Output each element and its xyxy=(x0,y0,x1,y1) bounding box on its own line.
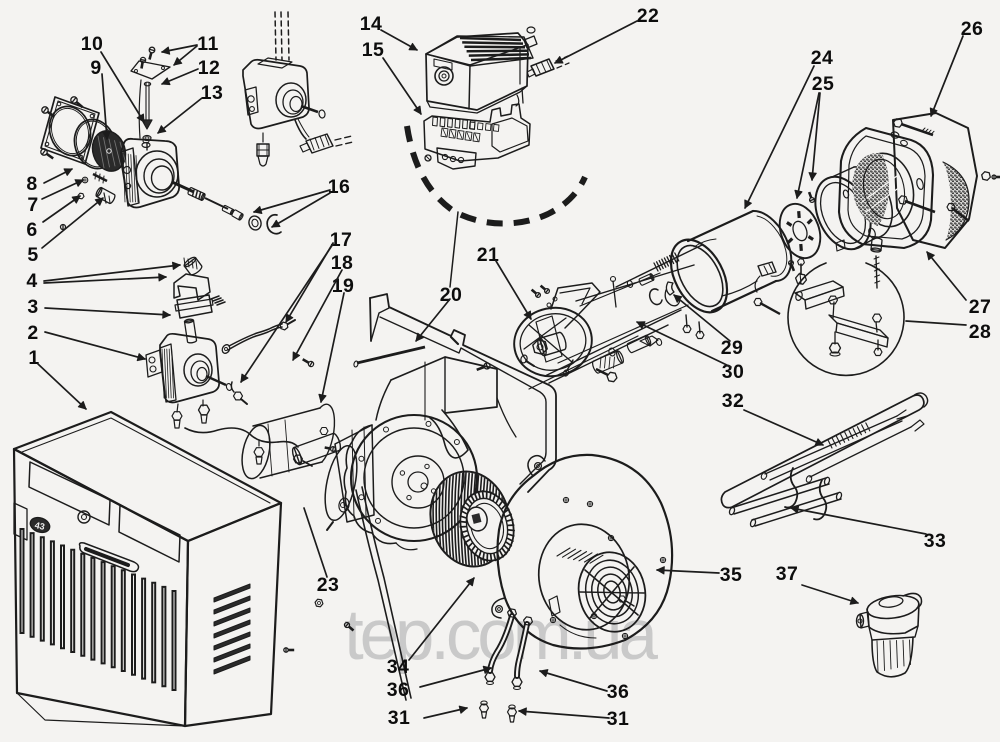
svg-text:3: 3 xyxy=(27,296,38,318)
svg-text:32: 32 xyxy=(722,390,745,412)
svg-text:36: 36 xyxy=(607,681,630,703)
svg-text:27: 27 xyxy=(969,296,992,318)
svg-text:8: 8 xyxy=(26,173,37,195)
svg-text:13: 13 xyxy=(201,82,224,104)
svg-text:22: 22 xyxy=(637,5,660,27)
svg-text:29: 29 xyxy=(721,337,744,359)
svg-text:14: 14 xyxy=(360,13,383,35)
svg-text:21: 21 xyxy=(477,244,500,266)
svg-text:5: 5 xyxy=(27,244,38,266)
svg-text:43: 43 xyxy=(34,520,46,532)
svg-text:35: 35 xyxy=(720,564,743,586)
svg-text:7: 7 xyxy=(27,194,38,216)
svg-text:36: 36 xyxy=(387,679,410,701)
svg-text:31: 31 xyxy=(388,707,411,729)
svg-text:25: 25 xyxy=(812,73,835,95)
svg-text:2: 2 xyxy=(27,322,38,344)
svg-text:11: 11 xyxy=(197,33,218,55)
svg-text:37: 37 xyxy=(776,563,799,585)
svg-text:12: 12 xyxy=(198,57,221,79)
svg-text:10: 10 xyxy=(81,33,104,55)
svg-text:33: 33 xyxy=(924,530,947,552)
svg-text:17: 17 xyxy=(330,229,353,251)
svg-text:23: 23 xyxy=(317,574,340,596)
svg-text:34: 34 xyxy=(387,656,410,678)
svg-text:28: 28 xyxy=(969,321,992,343)
svg-text:1: 1 xyxy=(28,347,39,369)
svg-text:9: 9 xyxy=(90,57,101,79)
svg-text:31: 31 xyxy=(607,708,630,730)
svg-text:6: 6 xyxy=(26,219,37,241)
svg-text:20: 20 xyxy=(440,284,463,306)
svg-text:4: 4 xyxy=(26,270,37,292)
svg-text:26: 26 xyxy=(961,18,984,40)
svg-text:15: 15 xyxy=(362,39,385,61)
svg-text:16: 16 xyxy=(328,176,351,198)
